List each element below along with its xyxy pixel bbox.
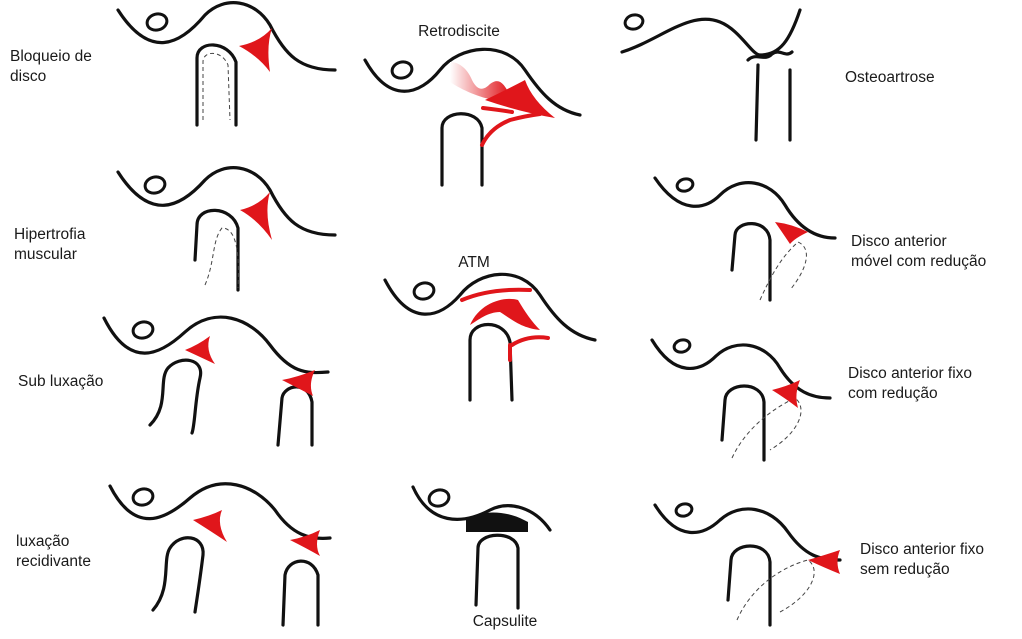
label-line: Sub luxação xyxy=(18,372,103,392)
label-osteoartrose: Osteoartrose xyxy=(845,68,935,88)
joint-osteoartrose xyxy=(622,10,800,140)
label-sub-luxacao: Sub luxação xyxy=(18,372,103,392)
label-capsulite: Capsulite xyxy=(455,612,555,632)
joint-atm xyxy=(385,274,595,400)
joint-luxacao-recidivante xyxy=(110,484,330,625)
label-line: disco xyxy=(10,67,92,87)
label-line: recidivante xyxy=(16,552,91,572)
label-line: com redução xyxy=(848,384,972,404)
label-line: Osteoartrose xyxy=(845,68,935,88)
label-hipertrofia-muscular: Hipertrofia muscular xyxy=(14,225,86,265)
label-line: muscular xyxy=(14,245,86,265)
joint-capsulite xyxy=(413,487,550,608)
label-line: luxação xyxy=(16,532,91,552)
joint-bloqueio-de-disco xyxy=(118,3,335,125)
label-atm: ATM xyxy=(444,253,504,273)
joint-disco-anterior-fixo-com xyxy=(652,338,830,460)
label-line: Disco anterior fixo xyxy=(860,540,984,560)
label-line: móvel com redução xyxy=(851,252,986,272)
label-disco-anterior-fixo-sem: Disco anterior fixo sem redução xyxy=(860,540,984,580)
label-disco-anterior-movel: Disco anterior móvel com redução xyxy=(851,232,986,272)
label-line: Disco anterior fixo xyxy=(848,364,972,384)
joint-disco-anterior-movel xyxy=(655,177,835,300)
label-retrodiscite: Retrodiscite xyxy=(404,22,514,42)
label-luxacao-recidivante: luxação recidivante xyxy=(16,532,91,572)
label-disco-anterior-fixo-com: Disco anterior fixo com redução xyxy=(848,364,972,404)
label-line: Capsulite xyxy=(455,612,555,632)
joint-disco-anterior-fixo-sem xyxy=(655,502,840,625)
label-line: Bloqueio de xyxy=(10,47,92,67)
label-line: Disco anterior xyxy=(851,232,986,252)
label-bloqueio-de-disco: Bloqueio de disco xyxy=(10,47,92,87)
label-line: Retrodiscite xyxy=(404,22,514,42)
label-line: Hipertrofia xyxy=(14,225,86,245)
joint-retrodiscite xyxy=(365,49,580,185)
joint-sub-luxacao xyxy=(104,317,328,445)
label-line: ATM xyxy=(444,253,504,273)
joint-hipertrofia-muscular xyxy=(118,168,335,290)
label-line: sem redução xyxy=(860,560,984,580)
